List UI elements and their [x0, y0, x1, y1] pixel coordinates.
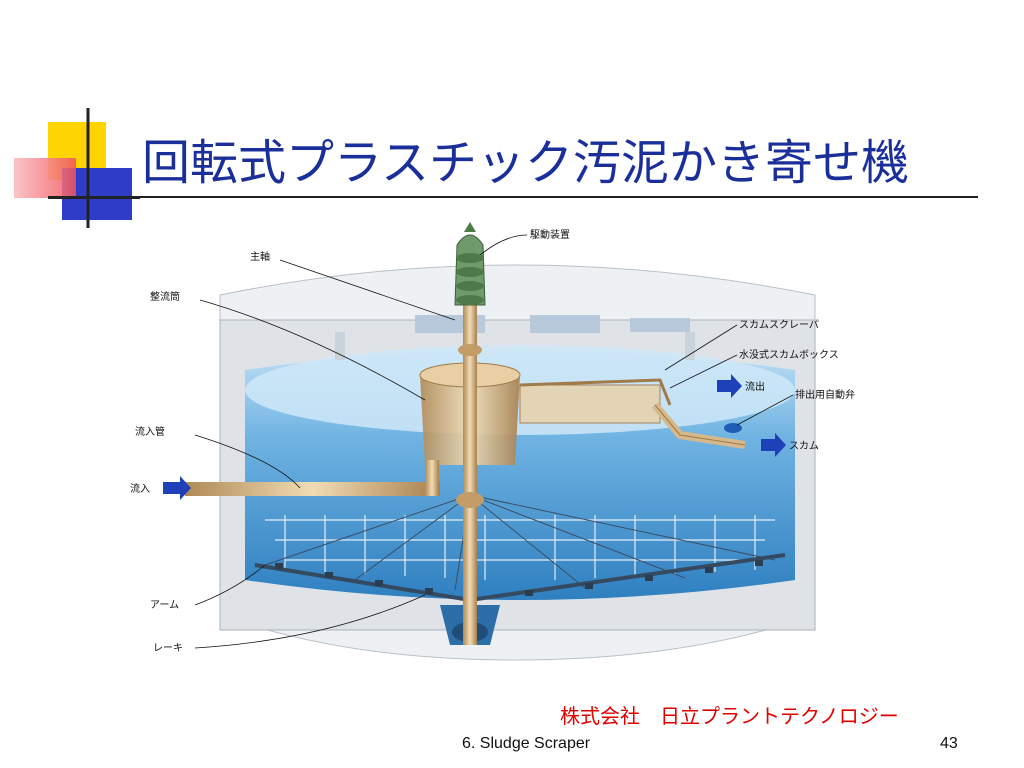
label-baffle: 整流筒: [150, 290, 180, 303]
corner-decoration: [0, 0, 140, 240]
label-inflow-pipe: 流入管: [135, 425, 165, 438]
label-scum: スカム: [789, 440, 819, 452]
outflow-arrow-icon: [717, 374, 742, 398]
label-inflow: 流入: [130, 482, 150, 495]
scum-arrow-icon: [761, 433, 786, 457]
label-valve: 排出用自動弁: [795, 388, 855, 401]
page-number: 43: [940, 735, 958, 752]
label-drive: 駆動装置: [530, 228, 570, 241]
label-outflow: 流出: [745, 380, 765, 393]
label-main-shaft: 主軸: [250, 250, 270, 263]
label-arm: アーム: [150, 599, 179, 611]
label-scum-box: 水没式スカムボックス: [739, 348, 839, 361]
inflow-arrow-icon: [163, 476, 191, 500]
credit-text: 株式会社 日立プラントテクノロジー: [560, 704, 899, 728]
sludge-scraper-diagram: 駆動装置 主軸 整流筒 スカムスクレーパ 水没式スカムボックス 流出 排出用自動…: [125, 220, 905, 675]
label-rake: レーキ: [153, 643, 183, 654]
title-divider: [48, 196, 978, 198]
label-scum-skimmer: スカムスクレーパ: [739, 319, 819, 331]
slide-footer: 6. Sludge Scraper: [462, 735, 591, 752]
slide-title: 回転式プラスチック汚泥かき寄せ機: [142, 135, 910, 191]
